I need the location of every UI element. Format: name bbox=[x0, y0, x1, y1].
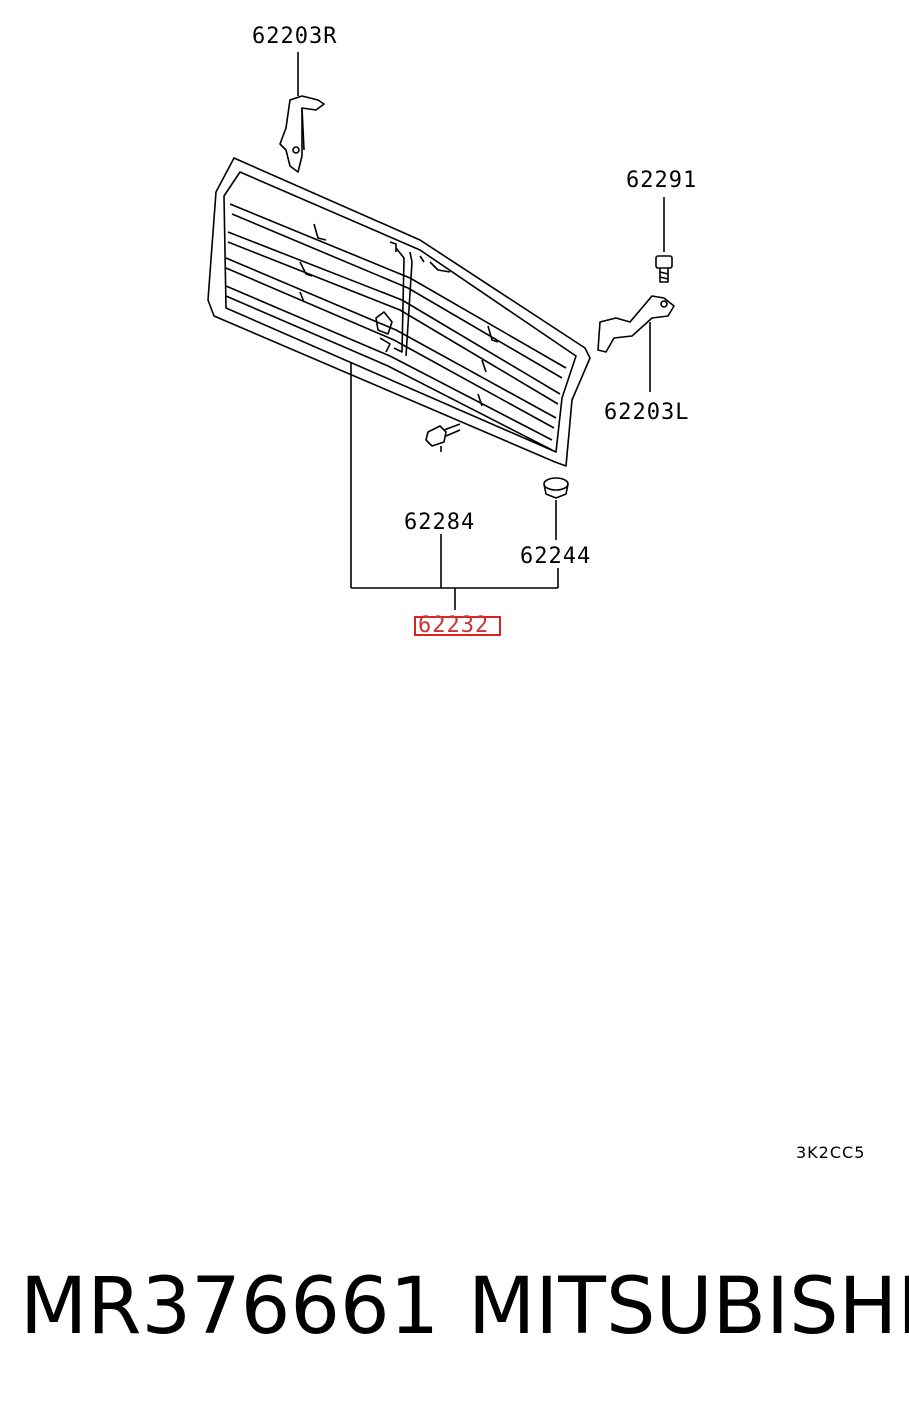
label-62232-highlighted[interactable]: 62232 bbox=[414, 615, 502, 637]
footer-part-number: MR376661 bbox=[20, 1262, 440, 1352]
label-62291: 62291 bbox=[626, 168, 698, 193]
bolt-62291-drawing bbox=[656, 197, 672, 282]
diagram-code: 3K2CC5 bbox=[796, 1143, 866, 1162]
label-62284: 62284 bbox=[404, 510, 476, 535]
label-62203r: 62203R bbox=[252, 24, 338, 49]
footer-brand: MITSUBISHI bbox=[468, 1262, 909, 1352]
bracket-62203r-drawing bbox=[280, 52, 324, 172]
label-62244: 62244 bbox=[520, 544, 592, 569]
bracket-62203l-drawing bbox=[598, 296, 674, 392]
clip-62244-drawing bbox=[544, 478, 568, 588]
assembly-leader-lines bbox=[351, 362, 558, 610]
grille-assembly bbox=[208, 158, 590, 466]
screw-62284-drawing bbox=[426, 424, 460, 588]
label-62203l: 62203L bbox=[604, 400, 690, 425]
